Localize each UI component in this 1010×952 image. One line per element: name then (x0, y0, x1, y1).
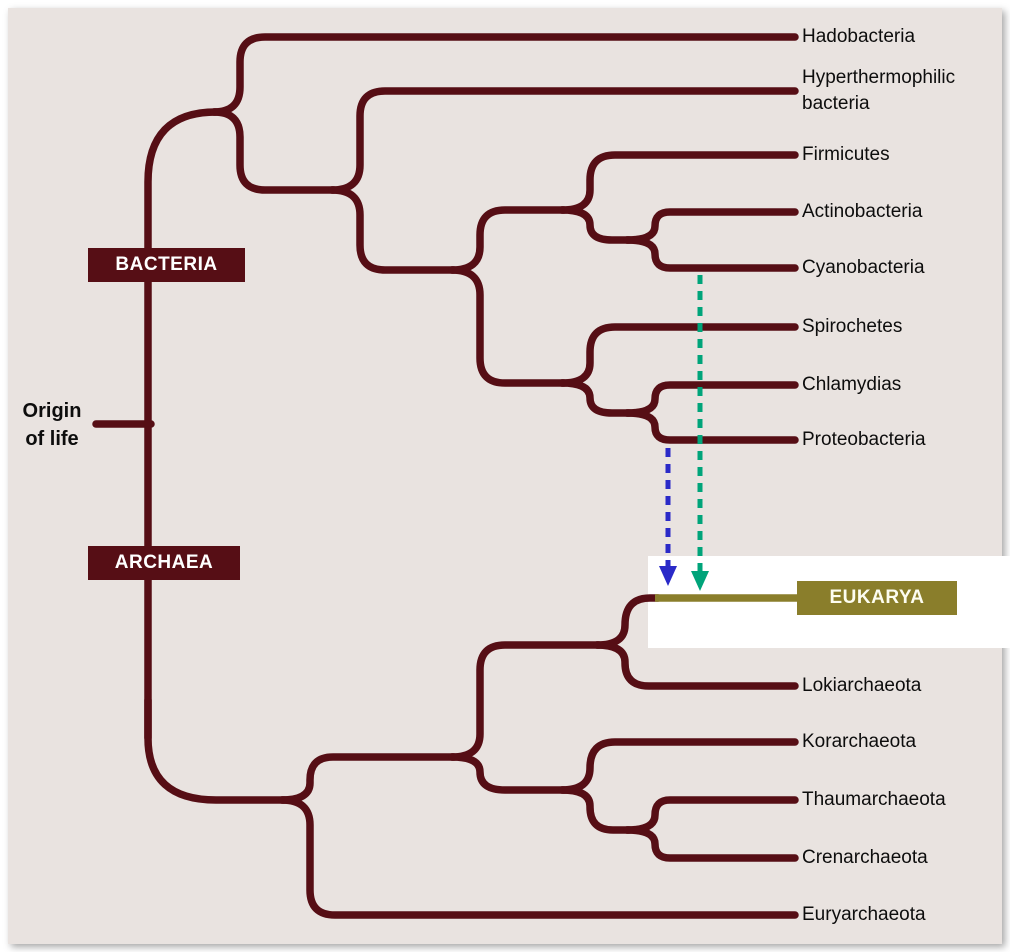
proteobacteria-arrowhead-icon (659, 566, 677, 586)
branch-b3-upper (448, 206, 568, 274)
branch-a2-to-a3 (448, 641, 603, 761)
taxon-label-euryarchaeota: Euryarchaeota (802, 904, 926, 925)
taxon-label-firmicutes: Firmicutes (802, 144, 890, 165)
branch-lokiarchaeota (593, 641, 799, 690)
branch-hyperthermophilic (328, 87, 799, 194)
trunk-archaea-branch (144, 696, 288, 804)
phylogeny-branches (92, 33, 799, 919)
branch-crenarchaeota (623, 826, 799, 862)
branch-thaumarchaeota (623, 796, 799, 834)
taxon-label-hadobacteria: Hadobacteria (802, 26, 916, 47)
taxon-label-lokiarchaeota: Lokiarchaeota (802, 675, 922, 696)
branch-a1-to-a2 (278, 753, 458, 804)
branch-firmicutes (558, 151, 799, 214)
taxon-label-chlamydias: Chlamydias (802, 374, 902, 395)
eukarya-domain-box: EUKARYA (797, 581, 957, 615)
branch-spirochetes (558, 323, 799, 387)
taxon-label-cyanobacteria: Cyanobacteria (802, 257, 925, 278)
origin-label-line2: of life (25, 428, 79, 450)
taxon-label-proteobacteria: Proteobacteria (802, 429, 926, 450)
taxon-label-thaumarchaeota: Thaumarchaeota (802, 789, 946, 810)
endosymbiosis-arrows (659, 275, 709, 591)
branch-hadobacteria (210, 33, 799, 116)
branch-b4-to-b6 (558, 206, 633, 244)
taxon-label-spirochetes: Spirochetes (802, 316, 903, 337)
branch-chlamydias (623, 381, 799, 417)
branch-actinobacteria (623, 208, 799, 244)
cyanobacteria-arrowhead-icon (691, 571, 709, 591)
bacteria-domain-box: BACTERIA (88, 248, 245, 282)
taxon-label-crenarchaeota: Crenarchaeota (802, 847, 928, 868)
origin-label-line1: Origin (22, 400, 82, 422)
branch-cyanobacteria (623, 236, 799, 272)
branch-a2-to-a4 (448, 753, 568, 794)
branch-b1-to-b2 (210, 108, 338, 194)
branch-b5-to-b7 (558, 379, 633, 417)
branch-b2-to-b3 (328, 186, 458, 274)
taxon-label-hyperthermophilic-bacteria: Hyperthermophilic bacteria (802, 67, 956, 114)
trunk-bacteria-branch (144, 108, 220, 742)
taxon-label-actinobacteria: Actinobacteria (802, 201, 923, 222)
taxon-label-korarchaeota: Korarchaeota (802, 731, 917, 752)
branch-euryarchaeota (278, 796, 799, 919)
branch-eukarya-stem (593, 594, 662, 649)
branch-a4-to-a5 (558, 786, 633, 834)
branch-proteobacteria (623, 409, 799, 444)
origin-of-life-label: Origin of life (6, 397, 98, 453)
branch-korarchaeota (558, 738, 799, 794)
branch-b3-lower (448, 266, 568, 387)
archaea-domain-box: ARCHAEA (88, 546, 240, 580)
